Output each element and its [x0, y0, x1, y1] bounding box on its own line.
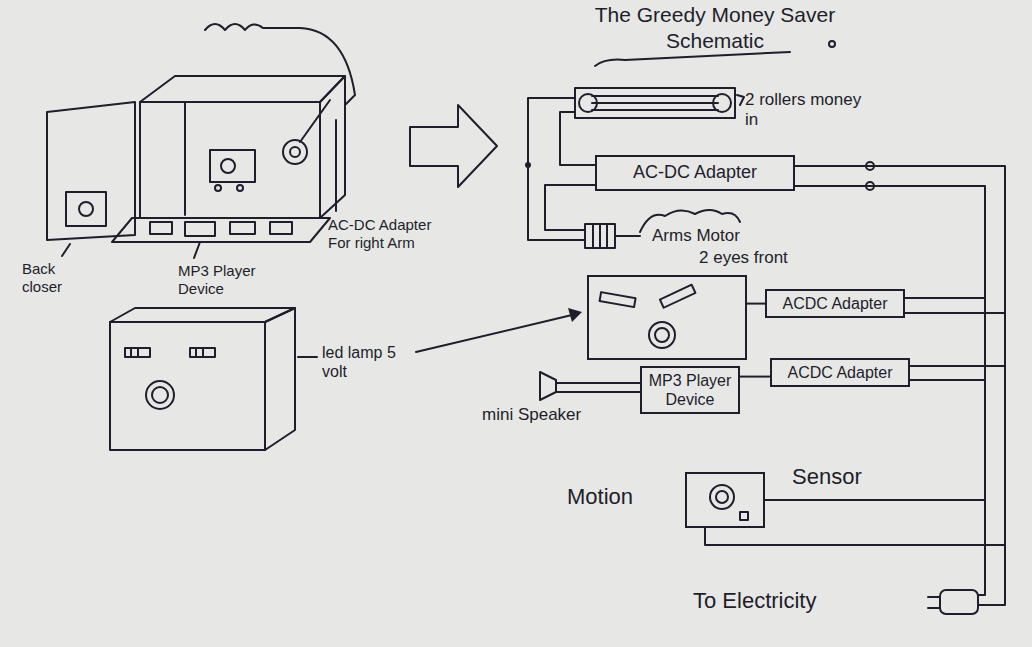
board-part: [270, 222, 292, 234]
arm-wire: [205, 24, 355, 105]
wire: [556, 383, 640, 392]
node-box: ACDC Adapter: [765, 289, 905, 318]
part-label: Back closer: [22, 260, 92, 296]
motor-coil: [593, 224, 607, 248]
sensor-lens-inner: [716, 491, 728, 503]
board-part: [185, 222, 215, 236]
arm-motor-hub: [290, 147, 300, 157]
sensor-lens: [710, 485, 734, 509]
wire-connector: [740, 376, 770, 378]
part-label: To Electricity: [693, 588, 913, 614]
speaker-symbol: [540, 372, 556, 400]
base-board: [112, 218, 330, 242]
node-box: 2 eyes front: [587, 275, 747, 360]
led-eye: [600, 292, 636, 307]
diagram-title: The Greedy Money Saver Schematic: [585, 2, 845, 55]
part-label: 2 rollers money in: [745, 90, 875, 131]
callout-tick: [737, 95, 744, 105]
led-hatch: [131, 348, 203, 357]
inner-dot: [237, 185, 243, 191]
door-knob: [79, 202, 93, 216]
node-box: MP3 Player Device: [640, 366, 740, 414]
leader-line: [62, 244, 70, 256]
node-heading: Motion: [567, 484, 633, 510]
wire: [905, 298, 1005, 313]
wire-joint: [525, 162, 531, 168]
pointer-arrow: [416, 315, 572, 352]
wire: [705, 500, 1005, 545]
coin-slot: [649, 322, 675, 348]
arm-motor: [283, 140, 307, 164]
inner-dot: [215, 185, 221, 191]
cabinet-top: [140, 76, 345, 102]
leader-line: [335, 120, 337, 211]
roller-end: [579, 94, 597, 112]
wire: [528, 98, 585, 240]
rollers: [575, 88, 735, 118]
wire-connector: [747, 303, 765, 305]
roller-lines: [592, 96, 718, 110]
cabinet-front: [140, 102, 320, 218]
title-underline: [595, 52, 790, 66]
big-arrow: [410, 105, 497, 187]
front-box-side: [265, 308, 295, 450]
node-box: AC-DC Adapter: [595, 155, 795, 191]
roller-end: [713, 94, 731, 112]
plug-symbol: [940, 590, 978, 614]
terminal: [866, 182, 874, 190]
node-text: ACDC Adapter: [788, 363, 893, 382]
front-box: [110, 322, 265, 450]
node-box: MotionSensor: [685, 472, 765, 528]
arm-link: [300, 100, 330, 142]
inner-eye: [221, 159, 235, 173]
node-text: ACDC Adapter: [783, 294, 888, 313]
wire: [560, 112, 595, 165]
inner-panel: [210, 150, 255, 182]
part-label: mini Speaker: [482, 405, 602, 425]
sensor-pin: [740, 512, 748, 520]
part-label: led lamp 5 volt: [322, 343, 412, 381]
node-heading: Sensor: [792, 464, 862, 490]
part-label: AC-DC Adapter For right Arm: [328, 216, 438, 252]
plug-prong: [928, 597, 940, 608]
coin-slot-inner: [655, 328, 669, 342]
motor: [585, 224, 615, 248]
node-text: AC-DC Adapter: [633, 162, 757, 184]
arrow-head: [568, 308, 582, 322]
wire: [795, 186, 985, 595]
led-eye: [660, 285, 696, 308]
leader-line: [298, 356, 317, 358]
motor-shaft: [615, 235, 640, 237]
wire: [910, 366, 1005, 380]
coin-slot: [146, 381, 174, 409]
dot: [829, 41, 835, 47]
board-part: [150, 222, 172, 234]
part-label: Arms Motor: [652, 226, 762, 246]
node-heading: 2 eyes front: [699, 248, 788, 268]
node-box: ACDC Adapter: [770, 358, 910, 387]
door-plate: [66, 192, 106, 226]
board-part: [230, 222, 255, 234]
part-label: MP3 Player Device: [178, 262, 288, 298]
node-text: MP3 Player Device: [648, 371, 732, 409]
leader-line: [194, 242, 200, 258]
back-door: [47, 102, 135, 240]
terminal: [866, 162, 874, 170]
coin-slot-inner: [152, 387, 168, 403]
cabinet-side: [320, 76, 345, 218]
